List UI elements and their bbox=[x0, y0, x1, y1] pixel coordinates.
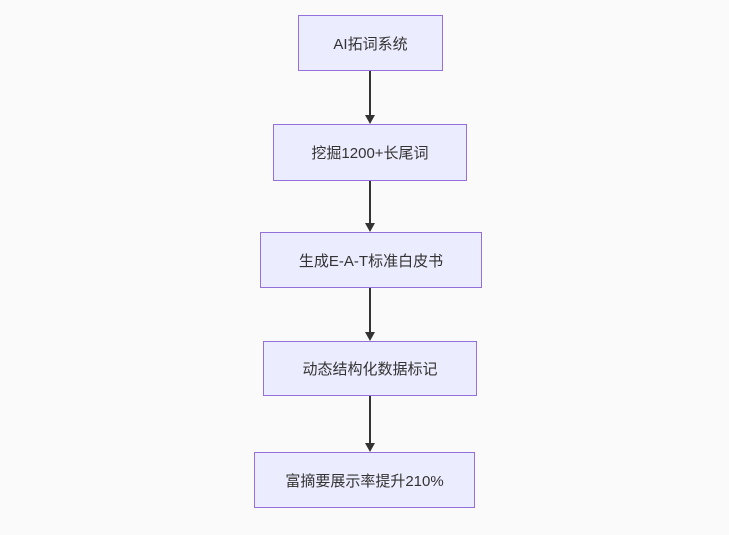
flow-node-label: AI拓词系统 bbox=[333, 35, 408, 53]
arrow-line bbox=[369, 181, 371, 223]
flow-node-label: 生成E-A-T标准白皮书 bbox=[298, 252, 444, 270]
arrowhead-down-icon bbox=[365, 443, 375, 452]
arrow-line bbox=[369, 71, 371, 115]
arrow-connector-2 bbox=[364, 181, 376, 232]
arrow-connector-3 bbox=[364, 288, 376, 341]
arrow-connector-1 bbox=[364, 71, 376, 124]
flow-node-rich-snippet-result: 富摘要展示率提升210% bbox=[254, 452, 475, 508]
arrowhead-down-icon bbox=[365, 115, 375, 124]
flow-node-structured-data-markup: 动态结构化数据标记 bbox=[263, 341, 477, 396]
flow-node-longtail-mining: 挖掘1200+长尾词 bbox=[273, 124, 467, 181]
flow-node-label: 富摘要展示率提升210% bbox=[285, 472, 444, 490]
flow-node-eat-whitepaper: 生成E-A-T标准白皮书 bbox=[260, 232, 482, 288]
flow-node-ai-keyword-system: AI拓词系统 bbox=[298, 15, 443, 71]
arrowhead-down-icon bbox=[365, 332, 375, 341]
arrow-connector-4 bbox=[364, 396, 376, 452]
flow-node-label: 挖掘1200+长尾词 bbox=[311, 145, 429, 162]
arrowhead-down-icon bbox=[365, 223, 375, 232]
arrow-line bbox=[369, 396, 371, 443]
arrow-line bbox=[369, 288, 371, 332]
flow-node-label: 动态结构化数据标记 bbox=[302, 361, 438, 378]
